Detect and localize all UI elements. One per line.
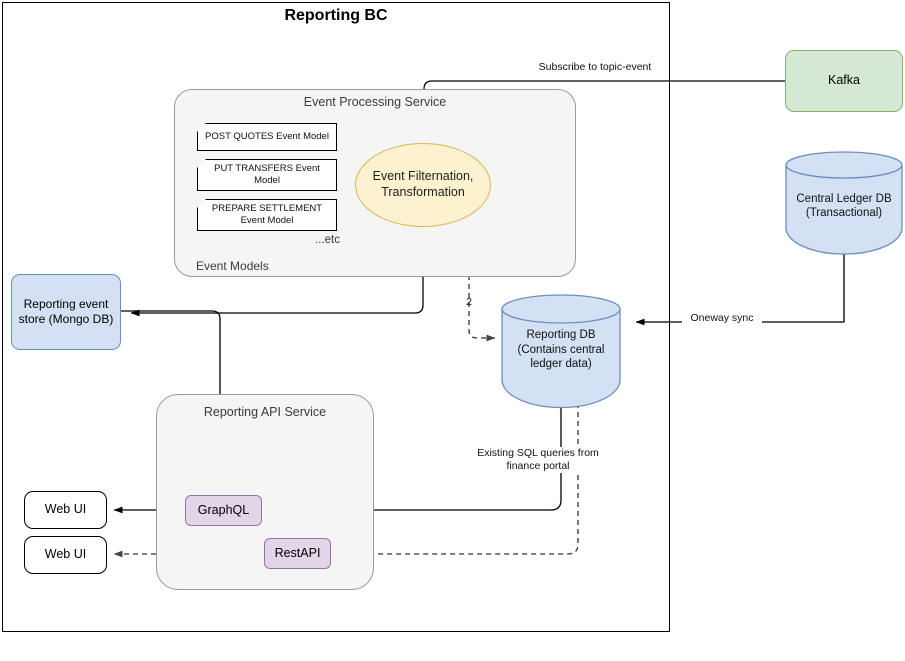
graphql-node[interactable]: GraphQL <box>185 495 262 526</box>
kafka-node[interactable]: Kafka <box>785 50 903 112</box>
event-transformation-node[interactable]: Event Filternation, Transformation <box>355 143 491 227</box>
web-ui-bottom-node[interactable]: Web UI <box>24 536 107 574</box>
edge-label-oneway-sync: Oneway sync <box>682 312 762 326</box>
event-model-card[interactable]: POST QUOTES Event Model <box>197 123 337 151</box>
event-model-card[interactable]: PUT TRANSFERS Event Model <box>197 159 337 191</box>
event-models-group-label: Event Models <box>196 258 269 273</box>
central-ledger-db-label: Central Ledger DB (Transactional) <box>796 192 892 219</box>
page-title: Reporting BC <box>284 7 388 24</box>
web-ui-top-node[interactable]: Web UI <box>24 491 107 529</box>
event-model-card[interactable]: PREPARE SETTLEMENT Event Model <box>197 199 337 231</box>
reporting-event-store-node[interactable]: Reporting event store (Mongo DB) <box>11 274 121 350</box>
edge-label-sql-queries: Existing SQL queries from finance portal <box>477 447 599 474</box>
reporting-bc-boundary <box>2 2 670 632</box>
event-processing-service-label: Event Processing Service <box>303 95 447 109</box>
edge-label-step-two: 2 <box>466 296 472 308</box>
reporting-api-service-label: Reporting API Service <box>203 405 327 419</box>
restapi-node[interactable]: RestAPI <box>264 538 331 569</box>
reporting-db-label: Reporting DB (Contains central ledger da… <box>517 329 605 371</box>
event-models-etc-label: ...etc <box>315 233 340 246</box>
edge-label-subscribe: Subscribe to topic-event <box>529 61 661 75</box>
